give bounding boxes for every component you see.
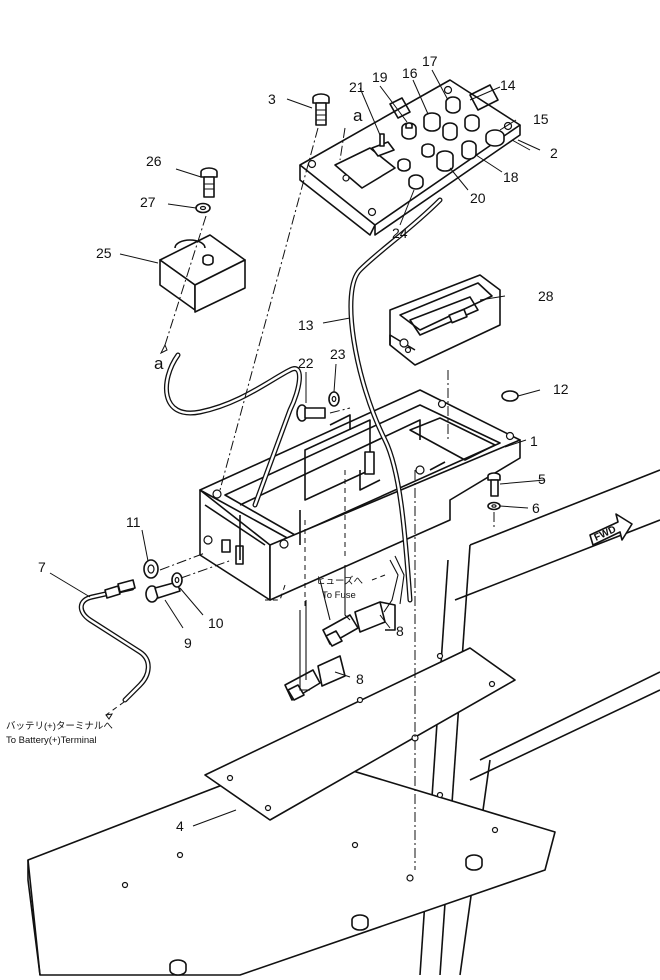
callout-20: 20: [470, 190, 486, 206]
panel-switches: [371, 96, 505, 190]
leader-lines: [49, 69, 546, 827]
callout-10: 10: [208, 615, 224, 631]
reference-a-bottom: a: [154, 354, 164, 373]
callout-19: 19: [372, 69, 388, 85]
callout-16: 16: [402, 65, 418, 81]
part-10-washer: [171, 572, 183, 588]
part-26-bolt: [200, 167, 218, 198]
callout-14: 14: [500, 77, 516, 93]
part-27-washer: [195, 202, 211, 214]
part-8-connector-lower: [284, 655, 346, 701]
part-7-battery-cable: [78, 579, 151, 720]
callout-12: 12: [553, 381, 569, 397]
callout-8-upper: 8: [396, 623, 404, 639]
callout-9: 9: [184, 635, 192, 651]
callout-17: 17: [422, 53, 438, 69]
callout-5: 5: [538, 471, 546, 487]
fuse-wires: [299, 555, 405, 691]
callout-24: 24: [392, 225, 408, 241]
callout-25: 25: [96, 245, 112, 261]
callout-6: 6: [532, 500, 540, 516]
callout-2: 2: [550, 145, 558, 161]
callout-15: 15: [533, 111, 549, 127]
callout-4: 4: [176, 818, 184, 834]
fuse-note-jp: ヒューズへ: [316, 575, 364, 587]
battery-note-en: To Battery(+)Terminal: [6, 735, 97, 746]
switch-box-cable: [164, 352, 302, 508]
part-28-monitor: [389, 274, 501, 366]
notes: ヒューズへ To Fuse バッテリ(+)ターミナルへ To Battery(+…: [6, 575, 364, 746]
part-1-main-box: [199, 389, 521, 601]
assembly-lines: [159, 127, 495, 870]
fwd-arrow-icon: FWD: [589, 513, 633, 546]
callout-23: 23: [330, 346, 346, 362]
part-2-switch-panel: [299, 79, 521, 236]
part-25-switch-box: [159, 234, 246, 313]
callout-18: 18: [503, 169, 519, 185]
callout-27: 27: [140, 194, 156, 210]
fuse-note-en: To Fuse: [322, 590, 356, 601]
part-13-cable-harness: [348, 197, 443, 603]
part-6-washer: [487, 501, 501, 511]
callout-8-lower: 8: [356, 671, 364, 687]
part-23-washer: [328, 391, 340, 407]
callout-13: 13: [298, 317, 314, 333]
part-11-nut: [143, 559, 159, 579]
callout-1: 1: [530, 433, 538, 449]
part-4-cover-plate: [204, 647, 516, 821]
callout-labels: 1 2 3 4 5 6 7 8 8 9 10 11 12 13 14 15 16…: [38, 53, 569, 834]
callout-3: 3: [268, 91, 276, 107]
callout-11: 11: [126, 514, 141, 530]
reference-a-top: a: [353, 106, 363, 125]
callout-21: 21: [349, 79, 365, 95]
part-22-bolt: [296, 404, 326, 422]
part-3-bolt: [312, 93, 330, 126]
battery-note-jp: バッテリ(+)ターミナルへ: [6, 721, 113, 732]
callout-28: 28: [538, 288, 554, 304]
callout-26: 26: [146, 153, 162, 169]
part-5-bolt: [487, 472, 501, 497]
part-12-plug: [501, 390, 519, 402]
callout-22: 22: [298, 355, 314, 371]
part-8-connector-upper: [322, 601, 396, 647]
callout-7: 7: [38, 559, 46, 575]
